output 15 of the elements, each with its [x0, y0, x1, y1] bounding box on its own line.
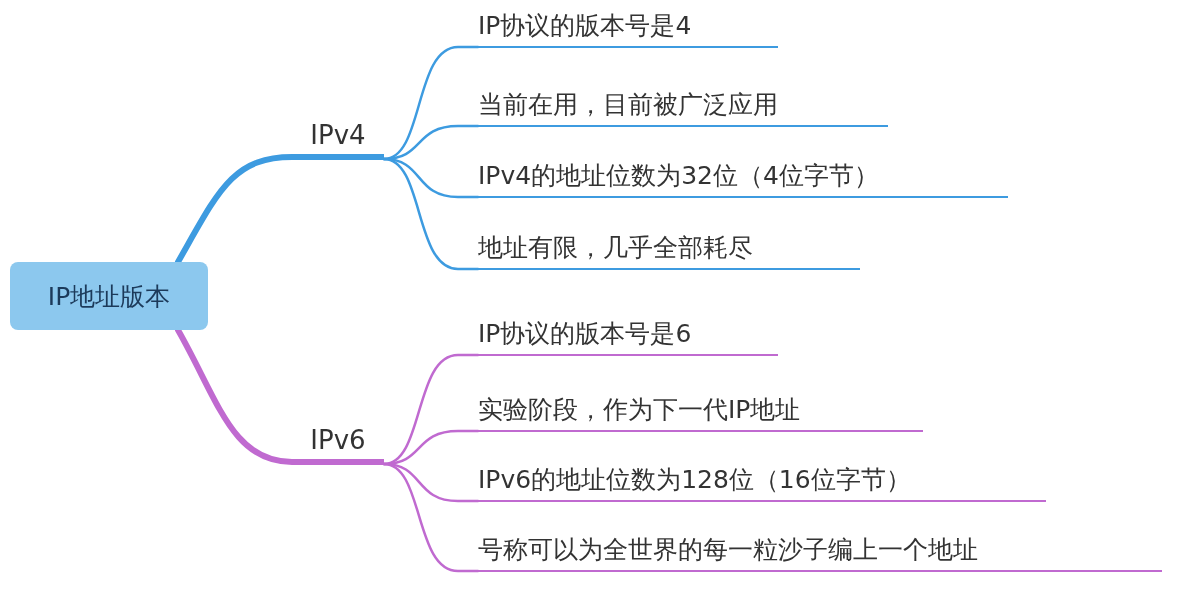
- subtopic-text: 当前在用，目前被广泛应用: [478, 89, 888, 127]
- subtopic-text: IPv4的地址位数为32位（4位字节）: [478, 160, 1008, 198]
- subtopic-text: IP协议的版本号是4: [478, 10, 778, 48]
- subtopic-text: 地址有限，几乎全部耗尽: [478, 232, 860, 270]
- branch-line: [382, 157, 480, 271]
- branch-topic: IPv6: [292, 423, 384, 465]
- branch-line: [382, 462, 480, 573]
- branch-topic: IPv4: [292, 118, 384, 160]
- subtopic-text: 实验阶段，作为下一代IP地址: [478, 394, 923, 432]
- subtopic-text: IPv6的地址位数为128位（16位字节）: [478, 464, 1046, 502]
- branch-line: [175, 154, 295, 265]
- subtopic-text: 号称可以为全世界的每一粒沙子编上一个地址: [478, 534, 1162, 572]
- subtopic-text: IP协议的版本号是6: [478, 318, 778, 356]
- root-topic-box: IP地址版本: [10, 262, 208, 330]
- branch-line: [175, 327, 295, 465]
